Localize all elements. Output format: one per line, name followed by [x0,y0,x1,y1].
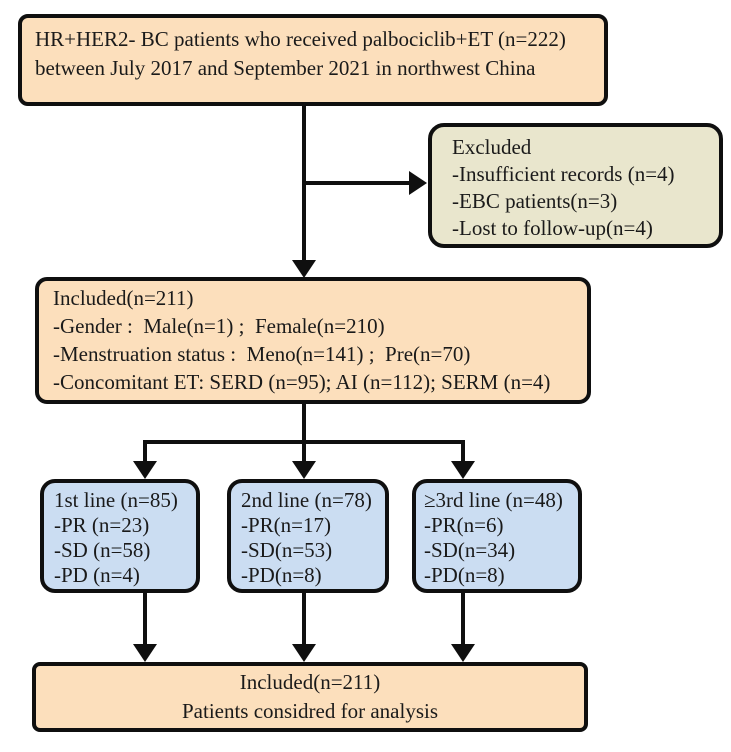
connector-first-line-to-analysis [143,593,147,646]
arrowhead-into-excluded [409,171,427,195]
enrollment-box-text: HR+HER2- BC patients who received palboc… [35,27,566,80]
analysis-box: Included(n=211) Patients considred for a… [32,662,588,732]
connector-second-line-to-analysis [302,593,306,646]
connector-drop-third-line [461,440,465,464]
connector-included-to-split [302,404,306,464]
included-box-text: Included(n=211) -Gender : Male(n=1) ; Fe… [53,286,551,394]
first-line-box: 1st line (n=85) -PR (n=23) -SD (n=58) -P… [40,479,200,593]
arrowhead-into-second-line [292,461,316,479]
connector-drop-first-line [143,440,147,464]
connector-third-line-to-analysis [461,593,465,646]
second-line-box: 2nd line (n=78) -PR(n=17) -SD(n=53) -PD(… [227,479,389,593]
included-box: Included(n=211) -Gender : Male(n=1) ; Fe… [35,277,591,404]
connector-split-bar [143,440,465,444]
arrowhead-into-included [292,260,316,278]
arrowhead-into-analysis-left [133,644,157,662]
excluded-box: Excluded -Insufficient records (n=4) -EB… [428,123,723,248]
first-line-box-text: 1st line (n=85) -PR (n=23) -SD (n=58) -P… [54,488,178,587]
arrowhead-into-first-line [133,461,157,479]
second-line-box-text: 2nd line (n=78) -PR(n=17) -SD(n=53) -PD(… [241,488,372,587]
connector-branch-to-excluded [302,181,411,185]
analysis-box-text: Included(n=211) Patients considred for a… [181,670,439,723]
third-line-box-text: ≥3rd line (n=48) -PR(n=6) -SD(n=34) -PD(… [424,488,563,587]
enrollment-box: HR+HER2- BC patients who received palboc… [18,14,608,106]
arrowhead-into-third-line [451,461,475,479]
arrowhead-into-analysis-right [451,644,475,662]
third-line-box: ≥3rd line (n=48) -PR(n=6) -SD(n=34) -PD(… [412,479,582,593]
arrowhead-into-analysis-center [292,644,316,662]
excluded-box-text: Excluded -Insufficient records (n=4) -EB… [452,135,675,240]
